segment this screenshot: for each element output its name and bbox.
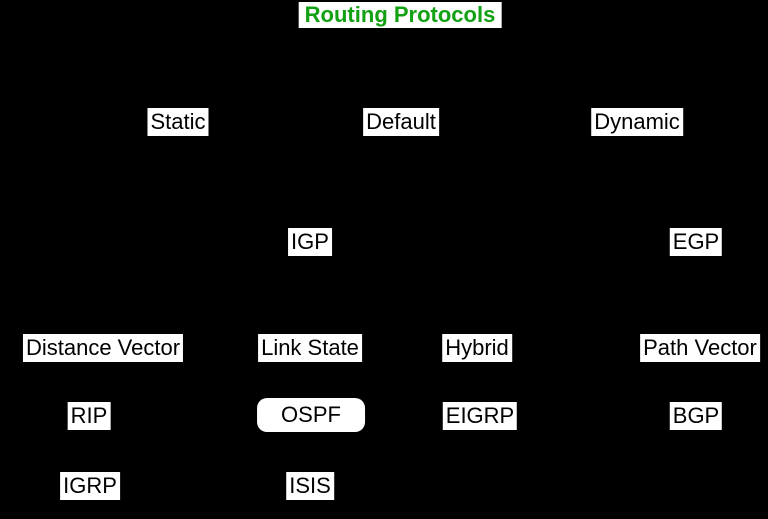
node-isis: ISIS — [286, 472, 334, 500]
node-distance-vector: Distance Vector — [22, 334, 184, 362]
node-eigrp: EIGRP — [442, 402, 518, 430]
node-path-vector: Path Vector — [640, 334, 760, 362]
node-static: Static — [147, 108, 209, 136]
node-hybrid: Hybrid — [442, 334, 512, 362]
node-bgp: BGP — [669, 402, 723, 430]
node-rip: RIP — [67, 402, 111, 430]
diagram-title: Routing Protocols — [298, 2, 502, 28]
node-igrp: IGRP — [60, 472, 120, 500]
node-egp: EGP — [669, 228, 723, 256]
node-ospf: OSPF — [257, 398, 365, 432]
node-igp: IGP — [288, 228, 332, 256]
node-dynamic: Dynamic — [591, 108, 683, 136]
node-default: Default — [363, 108, 439, 136]
node-link-state: Link State — [258, 334, 362, 362]
